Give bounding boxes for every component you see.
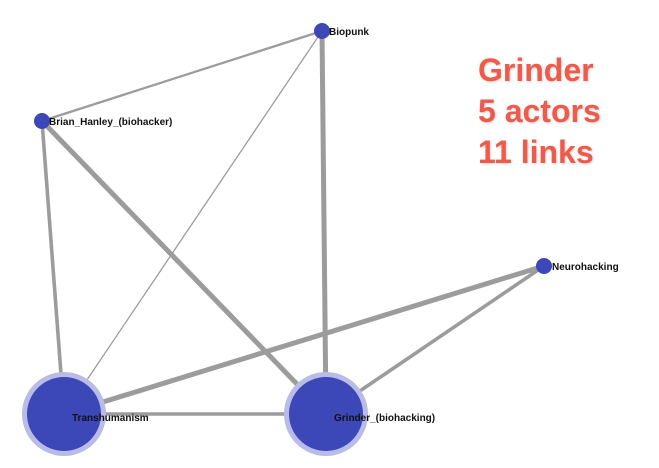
edge-neuro-trans xyxy=(61,263,547,417)
edges-layer xyxy=(39,28,547,417)
edge-biopunk-grinder xyxy=(319,28,329,417)
node-grinder[interactable]: Grinder_(biohacking) xyxy=(284,372,435,456)
edge-hanley-grinder xyxy=(39,118,329,417)
node-trans[interactable]: Transhumanism xyxy=(22,372,149,456)
node-label: Biopunk xyxy=(329,27,369,38)
node-label: Grinder_(biohacking) xyxy=(334,413,435,424)
node-circle[interactable] xyxy=(34,113,50,129)
node-circle[interactable] xyxy=(289,377,363,451)
node-label: Transhumanism xyxy=(72,413,149,424)
node-biopunk[interactable]: Biopunk xyxy=(314,23,369,39)
graph-title: Grinder xyxy=(478,52,594,88)
node-label: Neurohacking xyxy=(552,262,619,273)
link-count: 11 links xyxy=(478,134,594,170)
edge-hanley-trans xyxy=(40,119,66,416)
graph-stats: Grinder 5 actors 11 links xyxy=(478,50,601,173)
node-circle[interactable] xyxy=(27,377,101,451)
node-hanley[interactable]: Brian_Hanley_(biohacker) xyxy=(34,113,172,129)
actor-count: 5 actors xyxy=(478,93,601,129)
edge-neuro-grinder xyxy=(324,264,546,416)
edge-biopunk-hanley xyxy=(40,29,324,123)
node-circle[interactable] xyxy=(314,23,330,39)
node-neuro[interactable]: Neurohacking xyxy=(536,258,619,274)
node-circle[interactable] xyxy=(536,258,552,274)
edge-biopunk-trans xyxy=(63,30,323,415)
node-label: Brian_Hanley_(biohacker) xyxy=(49,117,172,128)
